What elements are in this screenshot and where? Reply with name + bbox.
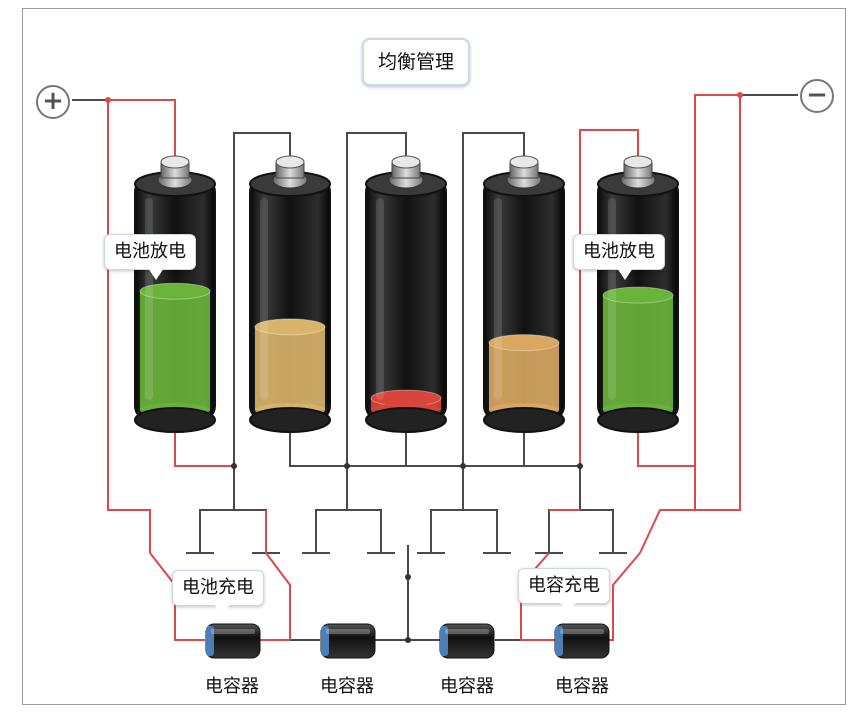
capacitor-label: 电容器 xyxy=(205,676,259,697)
battery-icon xyxy=(249,155,331,433)
battery-charge-level xyxy=(489,342,559,410)
positive-terminal-icon: + xyxy=(36,85,70,119)
callout-discharge-left: 电池放电 xyxy=(104,234,196,270)
red-wires xyxy=(107,94,741,641)
battery-icon xyxy=(365,155,447,433)
battery-charge-level xyxy=(255,326,325,410)
negative-terminal-icon: − xyxy=(800,79,834,113)
battery-charge-level xyxy=(603,295,673,410)
battery-charge-level xyxy=(140,291,210,410)
callout-tail xyxy=(148,268,164,280)
capacitor-label: 电容器 xyxy=(555,676,609,697)
capacitor-label: 电容器 xyxy=(320,676,374,697)
capacitor-icon xyxy=(439,623,495,659)
callout-discharge-right: 电池放电 xyxy=(573,234,665,270)
capacitor-icon xyxy=(554,623,610,659)
battery-icon xyxy=(134,155,216,433)
callout-tail xyxy=(617,268,633,280)
battery-icon xyxy=(483,155,565,433)
battery-icon xyxy=(597,155,679,433)
callout-tail xyxy=(560,602,576,614)
callout-capacitor-charge: 电容充电 xyxy=(518,568,610,604)
callout-battery-charge: 电池充电 xyxy=(172,570,264,606)
page-title: 均衡管理 xyxy=(362,38,471,86)
callout-tail xyxy=(214,604,230,616)
capacitor-icon xyxy=(320,623,376,659)
capacitor-icon xyxy=(205,623,261,659)
capacitor-label: 电容器 xyxy=(440,676,494,697)
junction-dots xyxy=(105,92,743,643)
